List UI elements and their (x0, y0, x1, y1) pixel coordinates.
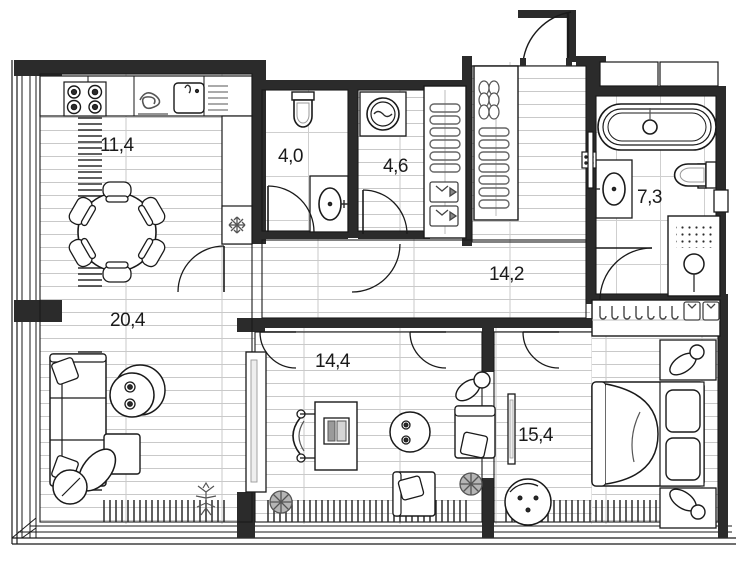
living-room-furniture (49, 353, 217, 516)
cooktop-icon (63, 81, 107, 117)
kitchen-sink-icon (173, 82, 228, 114)
bathtub-icon (597, 103, 717, 151)
room-area-laundry: 4,6 (383, 156, 408, 177)
office-chair-icon (292, 409, 315, 463)
pillows (665, 389, 701, 481)
washbasin-icon (309, 175, 349, 233)
laundry-fixtures (359, 91, 408, 235)
shoe-rack-icon (478, 80, 500, 120)
bedroom-furniture (504, 339, 717, 529)
door-swing-icon (177, 245, 225, 293)
kitchen-furniture (39, 75, 253, 283)
shirt-hangers-icon (683, 301, 720, 321)
potted-plant-icon (195, 481, 217, 516)
door-swing-icon (362, 189, 408, 235)
range-hood-icon (138, 92, 168, 115)
shower-icon (667, 215, 721, 297)
desk-icon (314, 401, 358, 471)
armchair-icon (392, 471, 436, 517)
nightstand-lamp-icon (659, 339, 717, 381)
room-area-living-room: 20,4 (110, 310, 145, 331)
bedroom-wardrobe (591, 299, 721, 337)
wc-fixtures (267, 91, 349, 233)
pouf-icon (52, 448, 117, 505)
toilet-icon (291, 91, 315, 128)
room-area-bedroom-main: 15,4 (518, 425, 553, 446)
mid-room-furniture (245, 331, 560, 517)
room-area-bathroom: 7,3 (637, 187, 662, 208)
room-area-wc: 4,0 (278, 146, 303, 167)
bathroom-fixtures (581, 103, 729, 301)
room-area-bedroom-two: 14,4 (315, 351, 350, 372)
room-area-hall: 14,2 (489, 264, 524, 285)
clothes-hangers-icon (599, 306, 679, 320)
armchair-icon (454, 371, 496, 459)
potted-plant-icon (269, 490, 293, 514)
nightstand-lamp-icon (659, 487, 717, 529)
door-swing-icon (267, 185, 315, 233)
corridor-storage (599, 61, 719, 87)
clothes-hangers-icon (478, 127, 510, 209)
interior-doors (177, 243, 401, 293)
door-swing-icon (522, 331, 560, 369)
round-rug-icon (504, 478, 552, 526)
washbasin-icon (581, 131, 633, 219)
round-dining-table-icon (68, 181, 166, 283)
entry-door (520, 11, 572, 66)
door-swing-icon (351, 243, 401, 293)
refrigerator-icon (221, 205, 253, 245)
washing-machine-icon (359, 91, 407, 137)
door-swing-icon (599, 247, 653, 301)
potted-plant-icon (459, 472, 483, 496)
room-area-kitchen: 11,4 (100, 135, 134, 156)
toilet-icon (673, 161, 729, 213)
hall-wardrobe (423, 65, 519, 239)
door-swing-icon (409, 331, 447, 369)
double-bed-icon (591, 381, 705, 487)
door-swing-icon (259, 331, 297, 369)
shirt-hangers-icon (429, 181, 459, 227)
side-table-icon (109, 372, 155, 418)
clothes-hangers-icon (429, 103, 461, 173)
side-table-icon (389, 411, 431, 453)
